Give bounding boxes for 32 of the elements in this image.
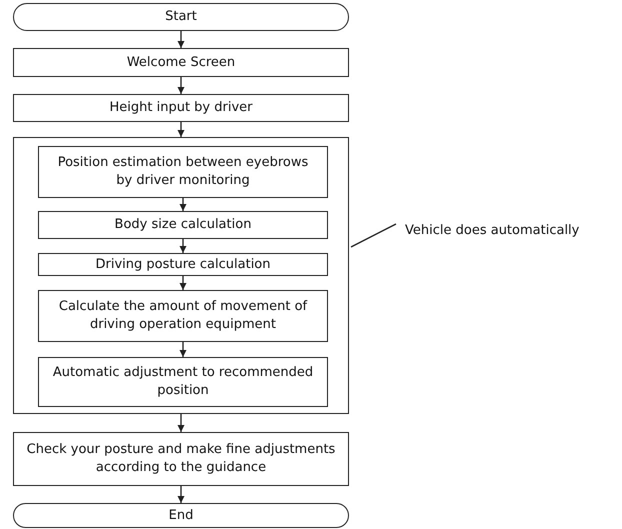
arrow bbox=[178, 414, 184, 432]
box-text: End bbox=[168, 506, 194, 524]
arrow bbox=[180, 276, 186, 290]
box-text: Start bbox=[165, 8, 197, 26]
process-box bbox=[38, 211, 328, 239]
terminal-box bbox=[13, 503, 349, 528]
box-text: Height input by driver bbox=[110, 99, 252, 117]
box-text: Calculate the amount of movement of driving operation equipment bbox=[58, 298, 308, 334]
arrow bbox=[178, 486, 184, 503]
arrow bbox=[178, 77, 184, 94]
process-box bbox=[38, 146, 328, 198]
leader-line bbox=[350, 223, 396, 248]
process-box bbox=[13, 94, 349, 122]
box-text: Body size calculation bbox=[114, 216, 252, 234]
process-box bbox=[13, 48, 349, 77]
arrow bbox=[180, 198, 186, 211]
arrow bbox=[178, 31, 184, 48]
group-box bbox=[13, 137, 349, 414]
process-box bbox=[38, 290, 328, 342]
process-box bbox=[38, 357, 328, 407]
box-text: Driving posture calculation bbox=[96, 256, 270, 274]
box-text: Welcome Screen bbox=[126, 54, 236, 72]
annotation-text: Vehicle does automatically bbox=[405, 222, 615, 242]
box-text: Position estimation between eyebrows by driver monitoring bbox=[56, 154, 310, 190]
box-text: Check your posture and make fine adjustments according to the guidance bbox=[26, 441, 336, 477]
box-text: Automatic adjustment to recommended position bbox=[52, 364, 314, 400]
terminal-box bbox=[13, 3, 349, 31]
arrow bbox=[180, 342, 186, 357]
arrow bbox=[178, 122, 184, 137]
process-box bbox=[38, 253, 328, 276]
arrow bbox=[180, 239, 186, 253]
process-box bbox=[13, 432, 349, 486]
